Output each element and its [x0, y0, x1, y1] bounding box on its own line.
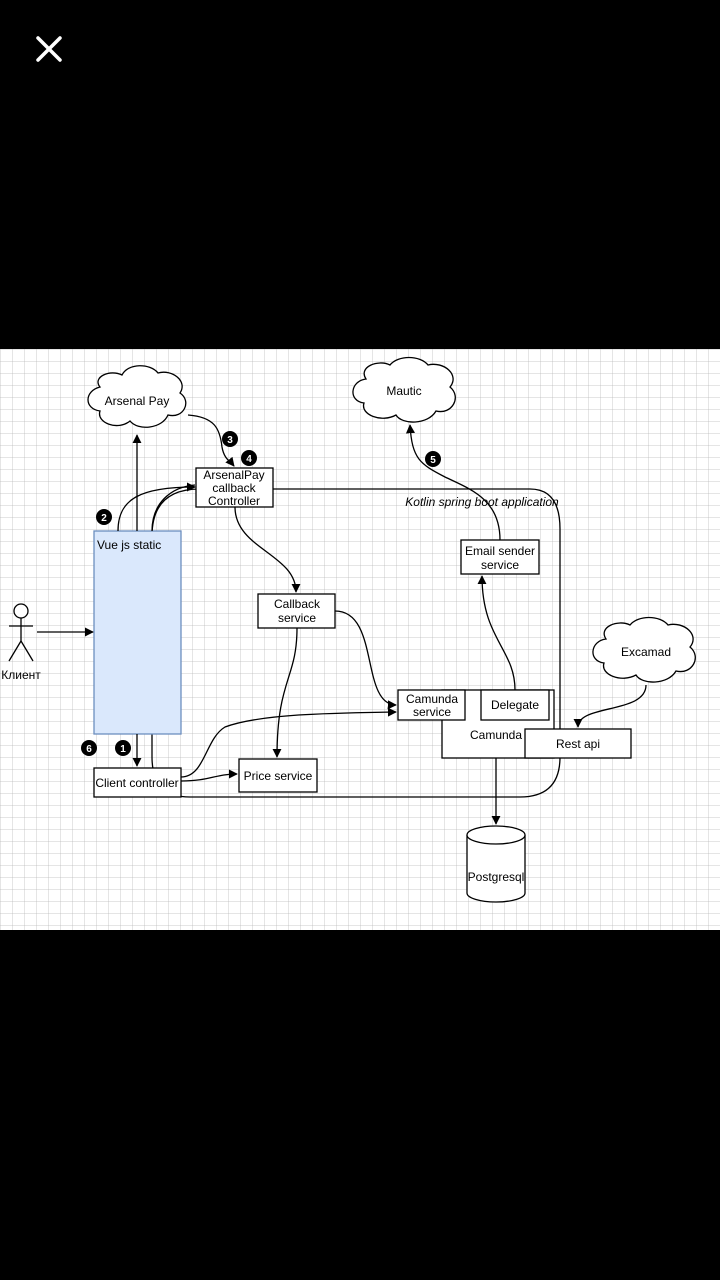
svg-text:5: 5: [430, 455, 436, 466]
container-label: Kotlin spring boot application: [405, 495, 559, 509]
mautic-cloud: Mautic: [352, 356, 456, 423]
svg-text:6: 6: [86, 744, 92, 755]
badge-5: 5: [425, 451, 441, 467]
edge-callback-price: [272, 627, 298, 758]
rest-api-box: Rest api: [524, 728, 632, 759]
badge-6: 6: [81, 740, 97, 756]
architecture-diagram: Kotlin spring boot application Arsenal P…: [1, 356, 696, 903]
camunda-service-line2: service: [413, 705, 451, 719]
client-controller-box: Client controller: [93, 767, 182, 798]
edge-clientctrl-camunda: [180, 707, 397, 778]
badge-3: 3: [222, 431, 238, 447]
edge-arsenalpay-controller: [187, 414, 235, 467]
connectors: [37, 414, 647, 825]
svg-text:3: 3: [227, 435, 233, 446]
postgresql-label: Postgresql: [468, 870, 525, 884]
edge-vue-controller-a: [117, 482, 196, 532]
camunda-service-line1: Camunda: [406, 692, 458, 706]
camunda-service-box: Camunda service: [397, 689, 466, 721]
delegate-box: Delegate: [480, 689, 550, 721]
email-sender-line2: service: [481, 558, 519, 572]
postgresql-db: Postgresql: [466, 825, 526, 903]
edge-delegate-email: [477, 575, 516, 691]
close-icon: [36, 36, 62, 62]
client-actor: Клиент: [1, 603, 41, 682]
arsenalpay-controller-box: ArsenalPay callback Controller: [195, 467, 274, 508]
edge-vue-controller-b: [151, 484, 196, 532]
svg-text:2: 2: [101, 513, 107, 524]
email-sender-line1: Email sender: [465, 544, 535, 558]
client-controller-label: Client controller: [95, 776, 178, 790]
arsenalpay-controller-line2: callback: [212, 481, 256, 495]
vue-static-box: Vue js static: [93, 530, 182, 735]
badge-2: 2: [96, 509, 112, 525]
arsenalpay-controller-line1: ArsenalPay: [203, 468, 264, 482]
edge-email-mautic: [405, 424, 501, 541]
edge-excamad-restapi: [573, 684, 647, 728]
arsenal-pay-label: Arsenal Pay: [105, 394, 170, 408]
rest-api-label: Rest api: [556, 737, 600, 751]
price-service-box: Price service: [238, 758, 318, 793]
arsenal-pay-cloud: Arsenal Pay: [87, 365, 187, 428]
excamad-label: Excamad: [621, 645, 671, 659]
callback-service-line2: service: [278, 611, 316, 625]
edge-clientctrl-price: [180, 769, 238, 782]
camunda-label: Camunda: [470, 728, 522, 742]
callback-service-box: Callback service: [257, 593, 336, 629]
edge-controller-callback: [234, 506, 301, 593]
callback-service-line1: Callback: [274, 597, 321, 611]
delegate-label: Delegate: [491, 698, 539, 712]
close-button[interactable]: [24, 24, 74, 74]
svg-text:1: 1: [120, 744, 126, 755]
edge-callback-camunda: [334, 610, 397, 710]
mautic-label: Mautic: [386, 384, 421, 398]
badge-1: 1: [115, 740, 131, 756]
excamad-cloud: Excamad: [592, 616, 696, 683]
client-label: Клиент: [1, 668, 41, 682]
badge-4: 4: [241, 450, 257, 466]
diagram-image: Kotlin spring boot application Arsenal P…: [0, 349, 720, 930]
vue-static-label: Vue js static: [97, 538, 161, 552]
email-sender-box: Email sender service: [460, 539, 540, 575]
arsenalpay-controller-line3: Controller: [208, 494, 260, 508]
svg-text:4: 4: [246, 454, 252, 465]
price-service-label: Price service: [244, 769, 313, 783]
